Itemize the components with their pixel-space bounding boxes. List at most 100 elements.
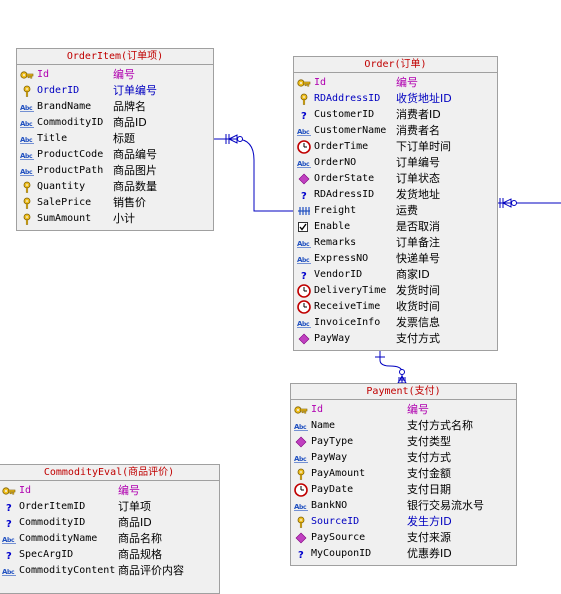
column-comment: 商品ID <box>118 516 152 529</box>
svg-text:c: c <box>29 137 33 144</box>
decimal-icon <box>297 205 311 217</box>
svg-text:b: b <box>302 257 307 264</box>
column-comment: 发生方ID <box>407 515 452 528</box>
fk-key-icon <box>294 516 308 528</box>
optional-circle <box>511 200 517 206</box>
column-name: ProductPath <box>37 165 104 176</box>
svg-text:c: c <box>29 169 33 176</box>
column-name: CommodityName <box>19 533 98 544</box>
key-icon <box>20 69 34 81</box>
question-icon: ? <box>297 269 311 282</box>
svg-text:b: b <box>299 504 304 511</box>
column-name: OrderItemID <box>19 501 86 512</box>
column-name: PayDate <box>311 484 354 495</box>
svg-text:b: b <box>299 456 304 463</box>
column-name: CommodityID <box>37 117 104 128</box>
column-row[interactable]: RDAddressID 收货地址ID <box>294 91 497 107</box>
svg-text:c: c <box>306 161 310 168</box>
column-comment: 运费 <box>396 204 418 217</box>
column-name: Id <box>314 77 327 88</box>
column-comment: 收货地址ID <box>396 92 452 105</box>
column-comment: 下订单时间 <box>396 140 451 153</box>
column-comment: 银行交易流水号 <box>407 499 484 512</box>
entity-title: CommodityEval(商品评价) <box>0 465 219 481</box>
svg-text:c: c <box>11 537 15 544</box>
column-comment: 品牌名 <box>113 100 146 113</box>
svg-text:b: b <box>7 569 12 576</box>
svg-text:b: b <box>25 137 30 144</box>
column-name: CustomerID <box>314 109 375 120</box>
column-name: Name <box>311 420 336 431</box>
svg-text:c: c <box>306 241 310 248</box>
question-icon: ? <box>294 548 308 561</box>
svg-text:b: b <box>302 161 307 168</box>
column-name: SalePrice <box>37 197 92 208</box>
svg-text:?: ? <box>6 519 12 529</box>
column-name: RDAddressID <box>314 93 381 104</box>
svg-text:A: A <box>294 423 300 431</box>
column-comment: 标题 <box>113 132 135 145</box>
column-comment: 支付来源 <box>407 531 451 544</box>
column-name: Title <box>37 133 68 144</box>
diamond-icon <box>297 333 311 345</box>
svg-text:A: A <box>297 240 303 248</box>
optional-circle <box>237 136 243 142</box>
column-name: BrandName <box>37 101 92 112</box>
column-comment: 订单项 <box>118 500 151 513</box>
column-comment: 编号 <box>407 403 429 416</box>
column-name: Id <box>19 485 32 496</box>
svg-text:b: b <box>302 241 307 248</box>
key-icon <box>297 77 311 89</box>
key-icon <box>2 485 16 497</box>
